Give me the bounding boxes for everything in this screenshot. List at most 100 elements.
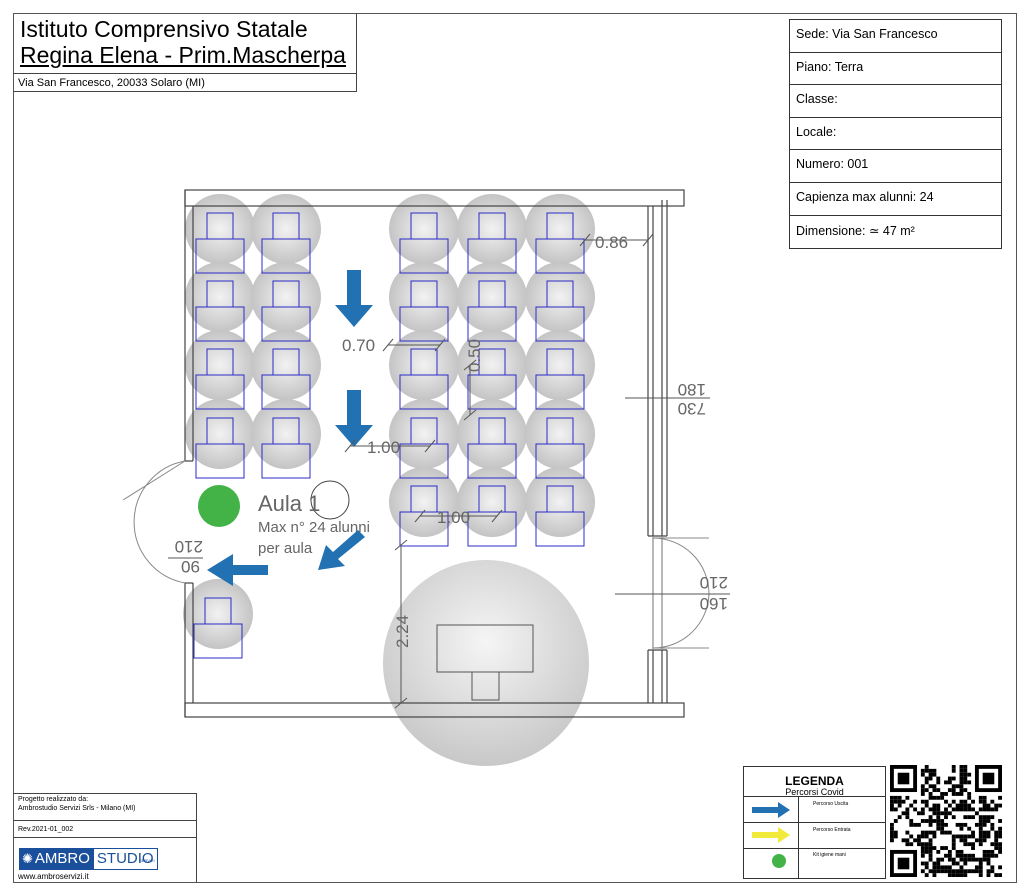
legend-icons bbox=[752, 802, 790, 868]
exit-arrow-2 bbox=[335, 390, 373, 447]
legend-row-entry bbox=[743, 822, 886, 848]
teacher-chair bbox=[471, 671, 500, 701]
room-capacity-line-1: Max n° 24 alunni bbox=[258, 519, 370, 536]
credits-line-1: Progetto realizzato da: bbox=[18, 796, 89, 803]
student-desk bbox=[399, 348, 449, 410]
logo-studio-text: STUDIO bbox=[96, 850, 154, 867]
logo-servizi-text: SERVIZI bbox=[139, 858, 155, 863]
revision-label: Rev.2021-01_002 bbox=[18, 826, 74, 833]
door-right-dim-bottom: 160 bbox=[700, 594, 728, 613]
room-walls bbox=[184, 189, 685, 718]
dimension-lines bbox=[168, 233, 730, 709]
seat-zone bbox=[525, 262, 595, 332]
student-desk bbox=[535, 212, 585, 274]
dim-050: 0.50 bbox=[465, 339, 484, 372]
logo-ambro-text: AMBRO bbox=[34, 850, 90, 867]
blue-arrow-icon bbox=[752, 802, 790, 818]
seat-zone bbox=[525, 330, 595, 400]
door-left-dim-bottom: 90 bbox=[181, 557, 200, 576]
student-desk bbox=[399, 280, 449, 342]
seat-zone bbox=[457, 399, 527, 469]
room-label-circle bbox=[310, 480, 350, 520]
student-desk bbox=[261, 417, 311, 479]
school-address: Via San Francesco, 20033 Solaro (MI) bbox=[18, 77, 205, 89]
student-desk bbox=[193, 597, 243, 659]
door-right bbox=[652, 537, 710, 649]
seat-zone bbox=[251, 330, 321, 400]
dim-100-a: 1.00 bbox=[367, 438, 400, 457]
student-desk bbox=[535, 485, 585, 547]
student-desk bbox=[195, 280, 245, 342]
info-classe: Classe: bbox=[790, 85, 1001, 118]
seat-zone bbox=[457, 330, 527, 400]
student-desk bbox=[261, 348, 311, 410]
seat-zone bbox=[185, 194, 255, 264]
student-desk bbox=[399, 212, 449, 274]
legend-label-exit: Percorso Uscita bbox=[813, 801, 849, 807]
student-desk bbox=[195, 212, 245, 274]
seat-zone bbox=[525, 194, 595, 264]
legend-title: LEGENDA bbox=[785, 774, 844, 788]
logo-studio: STUDIO SERVIZI bbox=[93, 849, 157, 869]
info-locale: Locale: bbox=[790, 118, 1001, 151]
seat-zone bbox=[389, 399, 459, 469]
ambrostudio-logo: ✺ AMBRO STUDIO SERVIZI bbox=[19, 848, 158, 870]
credits-separator bbox=[13, 837, 197, 838]
window-dim-bottom: 730 bbox=[678, 399, 706, 418]
info-piano: Piano: Terra bbox=[790, 53, 1001, 86]
info-numero: Numero: 001 bbox=[790, 150, 1001, 183]
exit-arrow-4 bbox=[318, 530, 365, 570]
seat-zone bbox=[457, 467, 527, 537]
seat-zone bbox=[185, 262, 255, 332]
school-plexus: Regina Elena - Prim.Mascherpa bbox=[20, 42, 346, 68]
dim-224: 2.24 bbox=[393, 615, 412, 648]
room-name: Aula 1 bbox=[258, 491, 320, 516]
website-link[interactable]: www.ambroservizi.it bbox=[18, 872, 89, 881]
exit-arrows bbox=[207, 270, 373, 586]
exit-arrow-3 bbox=[207, 554, 268, 586]
green-dot-icon bbox=[772, 854, 786, 868]
seat-zone bbox=[525, 399, 595, 469]
student-desk bbox=[195, 417, 245, 479]
room-capacity-line-2: per aula bbox=[258, 540, 313, 557]
credits-separator bbox=[13, 820, 197, 821]
student-desk bbox=[535, 417, 585, 479]
info-capienza: Capienza max alunni: 24 bbox=[790, 183, 1001, 216]
yellow-arrow-icon bbox=[752, 827, 790, 843]
door-left bbox=[122, 460, 186, 584]
dimension-labels: 0.86 0.70 0.50 1.00 1.00 2.24 180 730 21… bbox=[175, 233, 728, 648]
seat-zone bbox=[251, 194, 321, 264]
dim-086: 0.86 bbox=[595, 233, 628, 252]
seat-zone bbox=[389, 467, 459, 537]
seat-zone bbox=[185, 330, 255, 400]
title-box bbox=[13, 13, 357, 92]
qr-code[interactable] bbox=[890, 765, 1002, 877]
legend-divider bbox=[798, 796, 799, 879]
hygiene-kit-dot bbox=[198, 485, 240, 527]
credits-box bbox=[13, 793, 197, 883]
title-separator bbox=[13, 73, 357, 74]
room-info-table: Sede: Via San Francesco Piano: Terra Cla… bbox=[789, 19, 1002, 250]
seat-zone bbox=[525, 467, 595, 537]
student-desk bbox=[195, 348, 245, 410]
seat-zone bbox=[389, 194, 459, 264]
student-desk bbox=[467, 280, 517, 342]
door-right-dim-top: 210 bbox=[700, 573, 728, 592]
seat-zone bbox=[457, 194, 527, 264]
credits-line-2: Ambrostudio Servizi Srls - Milano (MI) bbox=[18, 805, 136, 812]
student-desk bbox=[467, 417, 517, 479]
student-desk bbox=[399, 485, 449, 547]
seat-zone bbox=[185, 399, 255, 469]
sun-icon: ✺ bbox=[22, 851, 33, 866]
info-dimensione: Dimensione: ≃ 47 m² bbox=[796, 223, 915, 238]
seat-zone bbox=[251, 262, 321, 332]
window-dim-top: 180 bbox=[678, 380, 706, 399]
student-desk bbox=[535, 348, 585, 410]
seat-distance-zones bbox=[183, 194, 595, 649]
student-desk bbox=[467, 212, 517, 274]
seat-zone bbox=[389, 330, 459, 400]
info-sede: Sede: Via San Francesco bbox=[790, 20, 1001, 53]
student-desk bbox=[261, 280, 311, 342]
logo-ambro: ✺ AMBRO bbox=[20, 849, 94, 869]
